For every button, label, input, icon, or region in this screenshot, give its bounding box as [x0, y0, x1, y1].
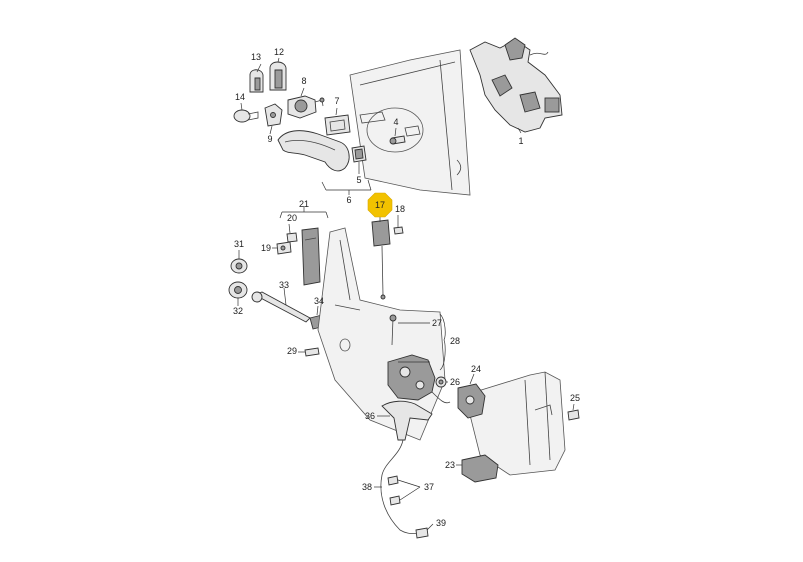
callout-28: 28: [450, 336, 460, 346]
part-7-gasket: [324, 114, 351, 136]
callout-27: 27: [432, 318, 442, 328]
part-21-handle-cover: [301, 227, 321, 286]
part-13-cap: [249, 69, 264, 93]
callout-34: 34: [314, 296, 324, 306]
part-5-cap: [351, 145, 367, 163]
part-14-screw: [233, 109, 259, 123]
callout-12: 12: [274, 47, 284, 57]
callout-labels: 13 12 8 14 7 4 9 1 5 6 17 18 21 20 31 19…: [233, 47, 580, 528]
part-20-pin: [286, 232, 298, 243]
part-17-rod: [371, 219, 391, 300]
part-18-screw: [393, 226, 404, 235]
callout-23: 23: [445, 460, 455, 470]
callout-9: 9: [267, 134, 272, 144]
part-8-lock-cylinder: [287, 95, 325, 119]
callout-1: 1: [518, 136, 523, 146]
callout-13: 13: [251, 52, 261, 62]
callout-37: 37: [424, 482, 434, 492]
callout-20: 20: [287, 213, 297, 223]
callout-17: 17: [375, 200, 385, 210]
callout-24: 24: [471, 364, 481, 374]
part-6-door-handle: [277, 130, 350, 172]
callout-19: 19: [261, 243, 271, 253]
part-19-bolt: [276, 241, 292, 255]
part-9-clip: [264, 103, 283, 127]
callout-8: 8: [301, 76, 306, 86]
callout-33: 33: [279, 280, 289, 290]
right-door-frame: [464, 371, 566, 476]
callout-26: 26: [450, 377, 460, 387]
callout-14: 14: [235, 92, 245, 102]
callout-31: 31: [234, 239, 244, 249]
callout-4: 4: [393, 117, 398, 127]
part-36-inner-handle: [381, 400, 433, 441]
callout-29: 29: [287, 346, 297, 356]
callout-36: 36: [365, 411, 375, 421]
callout-6: 6: [346, 195, 351, 205]
part-4-bolt: [389, 135, 406, 145]
callout-25: 25: [570, 393, 580, 403]
callout-5: 5: [356, 175, 361, 185]
upper-door-panel: [349, 49, 471, 196]
callout-7: 7: [334, 96, 339, 106]
callout-38: 38: [362, 482, 372, 492]
part-37-clips: [387, 475, 401, 506]
callout-32: 32: [233, 306, 243, 316]
highlight-marker-17: [367, 192, 393, 218]
part-39-end-cap: [415, 527, 429, 539]
part-25-screw: [567, 409, 580, 421]
part-26-clip: [435, 376, 447, 388]
part-29-screw: [304, 347, 320, 357]
part-38-cable: [380, 439, 421, 535]
part-31-washer: [230, 258, 248, 274]
part-28-door-lock: [387, 354, 451, 404]
part-32-washer: [228, 281, 248, 299]
part-12-cap: [269, 61, 287, 91]
part-24-striker: [457, 383, 486, 419]
lower-door-panel: [317, 227, 446, 441]
callout-21: 21: [299, 199, 309, 209]
callout-39: 39: [436, 518, 446, 528]
part-33-rod: [251, 291, 311, 323]
part-27-lock-rod: [389, 314, 397, 346]
callout-18: 18: [395, 204, 405, 214]
part-23-cover: [461, 454, 499, 483]
part-1-lock-bracket: [469, 37, 563, 133]
